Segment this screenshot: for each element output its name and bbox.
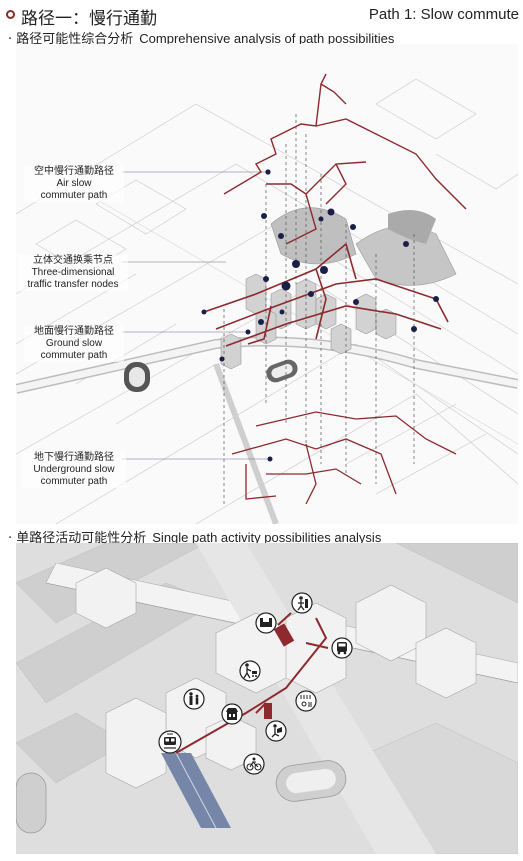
reading-icon (265, 720, 287, 742)
section1-title-en: Comprehensive analysis of path possibili… (139, 31, 395, 46)
axonometric-diagram (16, 73, 518, 524)
activity-possibilities-render (16, 543, 518, 854)
label-transfer-nodes: 立体交通换乘节点 Three-dimensional traffic trans… (18, 255, 128, 291)
section1-title: · 路径可能性综合分析 Comprehensive analysis of pat… (8, 28, 394, 47)
sofa-lounge-icon (255, 612, 277, 634)
underground-path (231, 411, 457, 505)
bicycle-icon (243, 753, 265, 775)
family-icon (183, 688, 205, 710)
section2-title: · 单路径活动可能性分析 Single path activity possibi… (8, 527, 381, 546)
page-header: 路径一：慢行通勤 Path 1: Slow commute (0, 0, 523, 30)
transfer-nodes (201, 169, 439, 462)
label-underground-path: 地下慢行通勤路径 Underground slow commuter path (22, 452, 126, 488)
restaurant-icon (295, 690, 317, 712)
terrain-hills (270, 207, 457, 286)
shop-market-icon (221, 703, 243, 725)
label-air-path: 空中慢行通勤路径 Air slow commuter path (24, 166, 124, 202)
aerial-render (16, 543, 518, 854)
section1-title-cn: · 路径可能性综合分析 (8, 32, 134, 47)
section2-title-cn: · 单路径活动可能性分析 (8, 531, 147, 546)
leader-lines (122, 171, 270, 460)
render-track (16, 760, 347, 834)
page-title-cn: 路径一：慢行通勤 (21, 9, 157, 29)
underground-path-marker-dot (267, 456, 273, 462)
tram-icon (158, 730, 182, 754)
person-gym-icon (291, 592, 313, 614)
section2-title-en: Single path activity possibilities analy… (152, 530, 382, 545)
render-buildings (75, 567, 477, 789)
label-ground-path: 地面慢行通勤路径 Ground slow commuter path (24, 326, 124, 362)
walk-cart-icon (239, 660, 261, 682)
bus-icon (331, 637, 353, 659)
title-bullet-icon (6, 10, 15, 19)
sports-track (124, 359, 298, 392)
page-title-en: Path 1: Slow commute (368, 6, 519, 23)
activity-icons (158, 592, 353, 775)
path-possibilities-diagram: 空中慢行通勤路径 Air slow commuter path 立体交通换乘节点… (16, 44, 518, 524)
render-blocks (16, 543, 518, 854)
air-path (223, 73, 467, 245)
air-path-marker-dot (265, 169, 271, 175)
